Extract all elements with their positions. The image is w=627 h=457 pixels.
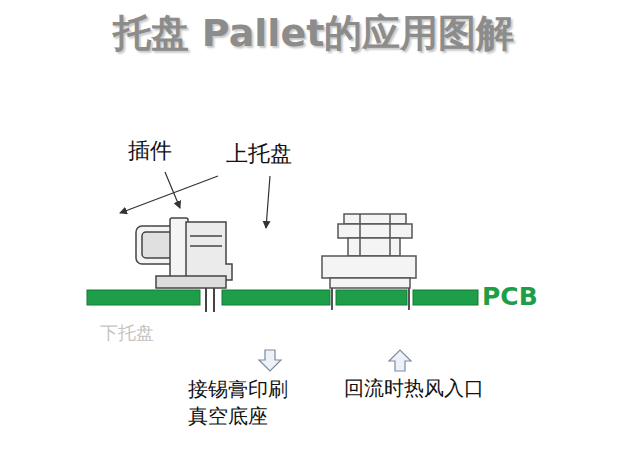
part-label: 插件 [128, 138, 172, 164]
part-label: 下托盘 [100, 322, 154, 344]
transformer-component [322, 214, 416, 310]
board-label: PCB [482, 282, 538, 312]
part-label: 上托盘 [226, 141, 292, 167]
leader-line [120, 172, 270, 228]
note-label: 回流时热风入口 [344, 376, 484, 400]
note-label: 接锡膏印刷 真空底座 [188, 376, 300, 430]
up-arrow [389, 350, 411, 371]
connector-component [136, 218, 232, 312]
pcb-board [87, 290, 478, 305]
down-arrow [259, 350, 281, 371]
page-title: 托盘 Pallet的应用图解 [0, 8, 627, 59]
